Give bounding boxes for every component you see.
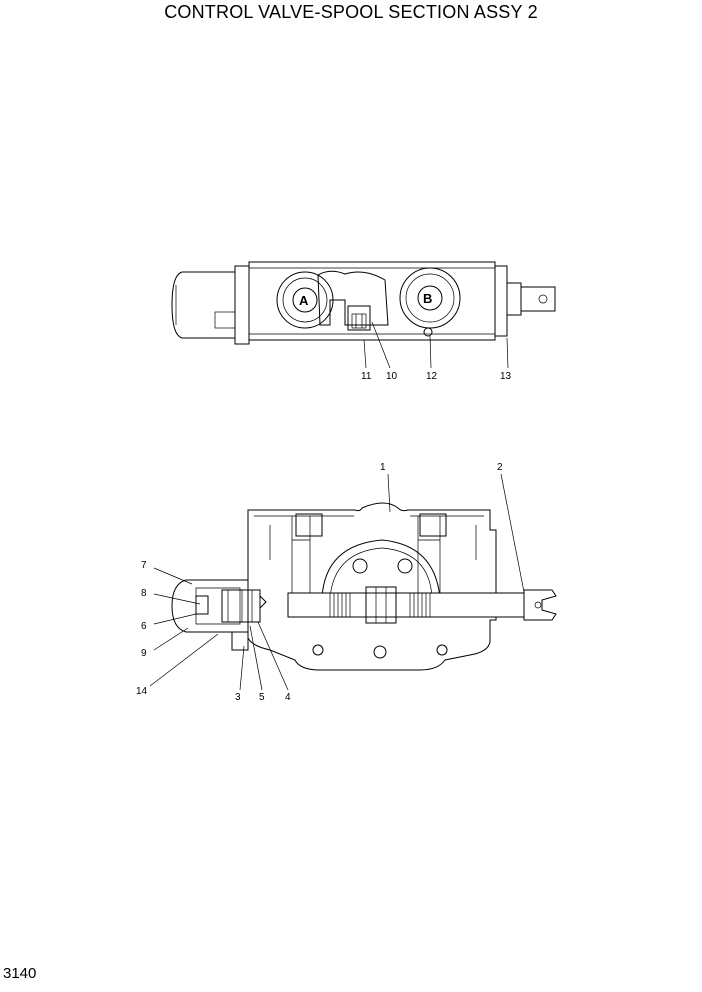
- callout-5: 5: [259, 692, 265, 703]
- callout-12: 12: [426, 371, 438, 382]
- callout-6: 6: [141, 621, 147, 632]
- callout-11: 11: [361, 371, 372, 382]
- callout-14: 14: [136, 686, 148, 697]
- page-title: CONTROL VALVE-SPOOL SECTION ASSY 2: [164, 2, 538, 22]
- port-b-label: B: [423, 291, 432, 306]
- callout-1: 1: [380, 462, 386, 473]
- callout-13: 13: [500, 371, 512, 382]
- callout-8: 8: [141, 588, 147, 599]
- page-number: 3140: [3, 965, 37, 982]
- callout-3: 3: [235, 692, 241, 703]
- callout-4: 4: [285, 692, 291, 703]
- callout-10: 10: [386, 371, 398, 382]
- top-view-assembly: [171, 261, 556, 369]
- port-a-label: A: [299, 293, 309, 308]
- callout-9: 9: [141, 648, 147, 659]
- callout-7: 7: [141, 560, 147, 571]
- section-view-assembly: [149, 473, 557, 691]
- callout-2: 2: [497, 462, 503, 473]
